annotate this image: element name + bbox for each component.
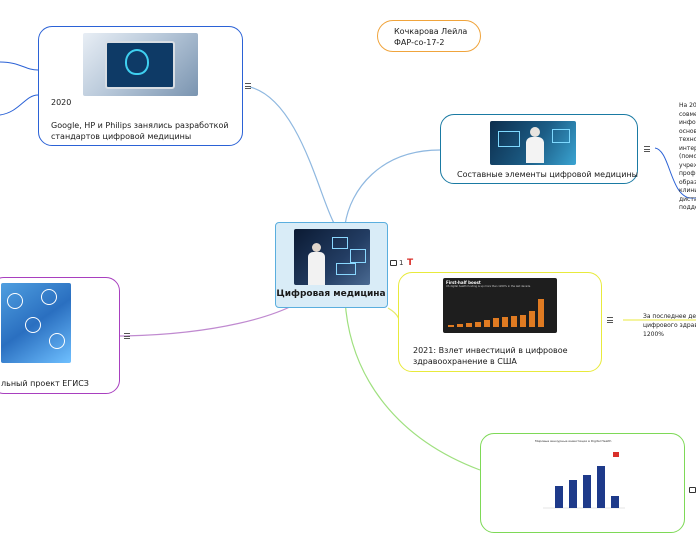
side-text-line: За последнее деся	[643, 313, 696, 320]
digital-health-icons-image	[1, 283, 71, 363]
side-text-line: профи	[679, 170, 696, 177]
side-text-line: инфо	[679, 119, 696, 126]
side-text-line: диста	[679, 195, 696, 203]
side-text-line: На 20	[679, 102, 696, 109]
node-2021[interactable]: First-half boost US digital health fundi…	[398, 272, 602, 372]
comment-icon	[390, 260, 397, 266]
bar	[569, 480, 577, 508]
central-title: Цифровая медицина	[276, 289, 386, 299]
comment-count: 1	[399, 259, 404, 267]
side-text-line: основ	[679, 127, 696, 135]
funding-bars	[448, 299, 544, 327]
side-text-line: клини	[679, 187, 696, 194]
node-egisz[interactable]: льный проект ЕГИСЗ	[0, 277, 120, 394]
bar	[448, 325, 454, 327]
node-components-title: Составные элементы цифровой медицины	[457, 170, 638, 179]
node-2020-year: 2020	[51, 98, 72, 107]
venture-chart-image: Мировые венчурные инвестиции в Digital H…	[533, 438, 631, 516]
side-text-line: 1200%	[643, 331, 664, 338]
bar	[583, 475, 591, 508]
venture-bars	[543, 452, 625, 509]
node-2021-menu-icon[interactable]	[607, 317, 613, 323]
side-text-line: цифрового здраво	[643, 322, 696, 329]
bar	[597, 466, 605, 508]
medical-tablet-image	[83, 33, 198, 96]
bar	[511, 316, 517, 327]
doctor-touchscreen-image	[294, 229, 370, 285]
doctor-digital-image	[490, 121, 576, 165]
node-2020-line1: Google, HP и Philips занялись разработко…	[51, 121, 229, 130]
highlight-marker	[613, 452, 619, 457]
comment-letter: T	[407, 258, 414, 268]
bar	[493, 318, 499, 327]
side-text-line: подде	[679, 204, 696, 211]
funding-chart-subtitle: US digital health funding is up more tha…	[446, 285, 531, 288]
side-text-line: (помо	[679, 153, 696, 160]
side-text-line: совме	[679, 110, 696, 118]
side-text-line: образ	[679, 178, 696, 186]
author-node[interactable]: Кочкарова Лейла ФАР-со-17-2	[377, 20, 481, 52]
bar	[484, 320, 490, 327]
bar	[520, 315, 526, 327]
node-2020-menu-icon[interactable]	[245, 83, 251, 89]
node-egisz-title: льный проект ЕГИСЗ	[1, 379, 89, 388]
node-2021-line2: здравоохранение в США	[413, 357, 517, 366]
funding-chart-image: First-half boost US digital health fundi…	[443, 278, 557, 333]
node-egisz-menu-icon[interactable]	[124, 333, 130, 339]
node-2020[interactable]: 2020 Google, HP и Philips занялись разра…	[38, 26, 243, 146]
side-text-line: учреж	[679, 161, 696, 169]
side-text-line: интер	[679, 144, 696, 152]
bar	[555, 486, 563, 508]
bar	[529, 311, 535, 327]
bar	[611, 496, 619, 508]
author-name: Кочкарова Лейла	[394, 27, 468, 36]
bar	[466, 323, 472, 327]
bottom-comment-icon[interactable]	[689, 487, 696, 493]
node-venture[interactable]: Мировые венчурные инвестиции в Digital H…	[480, 433, 685, 533]
side-text-line: техно	[679, 136, 696, 143]
author-group: ФАР-со-17-2	[394, 38, 445, 47]
node-components-menu-icon[interactable]	[644, 146, 650, 152]
bar	[502, 317, 508, 327]
bar	[538, 299, 544, 327]
node-2021-line1: 2021: Взлет инвестиций в цифровое	[413, 346, 568, 355]
bar	[457, 324, 463, 327]
comment-badge[interactable]: 1	[390, 259, 408, 269]
funding-chart-title: First-half boost	[446, 280, 481, 285]
bar	[475, 322, 481, 327]
node-2020-line2: стандартов цифровой медицины	[51, 132, 192, 141]
central-node[interactable]: Цифровая медицина	[275, 222, 388, 308]
venture-chart-title: Мировые венчурные инвестиции в Digital H…	[535, 439, 612, 443]
node-components[interactable]: Составные элементы цифровой медицины	[440, 114, 638, 184]
